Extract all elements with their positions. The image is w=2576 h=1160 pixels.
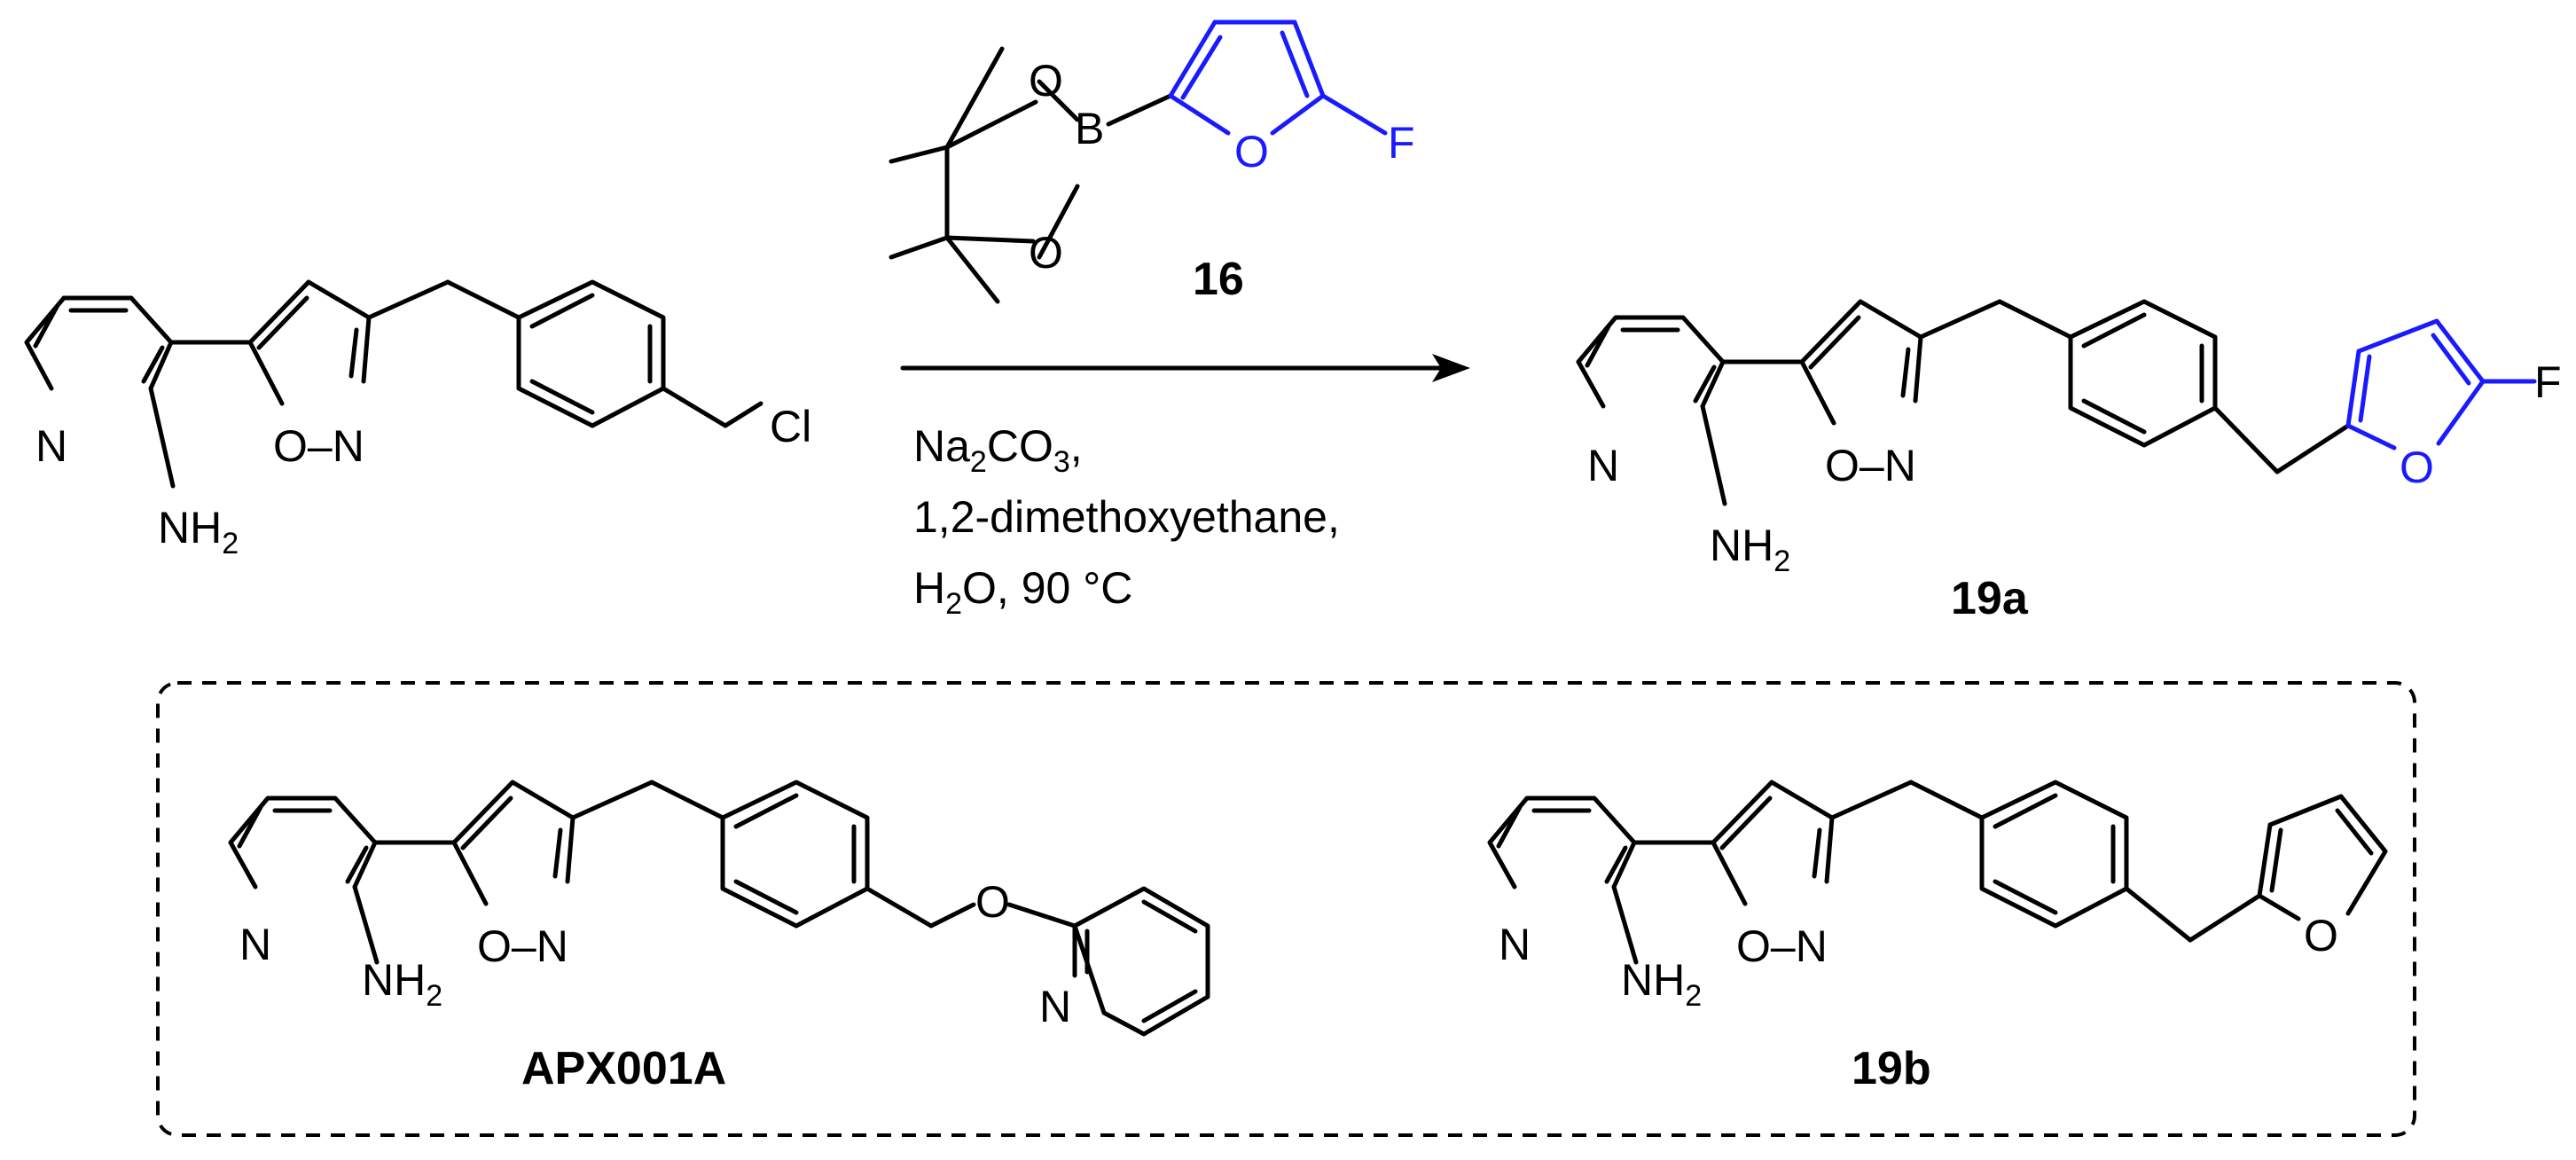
product-19a-fluorofuran-bonds bbox=[2345, 318, 2537, 451]
starting-material-n-label: N bbox=[35, 421, 67, 471]
starting-material-isoxazole-label: O–N bbox=[273, 421, 364, 471]
analog-19b-nh2-label: NH2 bbox=[1621, 955, 1702, 1013]
apx001a-pyridyl-n-label: N bbox=[1039, 982, 1071, 1031]
furan-o-label: O bbox=[1234, 127, 1269, 176]
chloro-label: Cl bbox=[770, 402, 811, 451]
product-19a-structure: N NH2 O–N O F 19a bbox=[1576, 299, 2562, 624]
fluoro-label: F bbox=[1388, 118, 1415, 168]
reagent-16-structure: O B O O F 16 bbox=[889, 20, 1415, 305]
apx001a-nh2-label: NH2 bbox=[362, 955, 442, 1013]
condition-solvent: 1,2-dimethoxyethane, bbox=[913, 492, 1340, 542]
condition-temperature: H2O, 90 °C bbox=[913, 563, 1132, 621]
apx001a-isoxazole-label: O–N bbox=[477, 921, 568, 971]
product-19a-furan-o-label: O bbox=[2400, 443, 2434, 492]
starting-material-nh2-label: NH2 bbox=[158, 503, 239, 560]
condition-base: Na2CO3, bbox=[913, 421, 1083, 479]
product-19a-n-label: N bbox=[1587, 441, 1619, 490]
apx001a-n-label: N bbox=[239, 920, 271, 969]
analog-19b-label: 19b bbox=[1852, 1043, 1931, 1094]
reagent-16-label: 16 bbox=[1193, 254, 1244, 305]
fluorofuran-bonds bbox=[1168, 20, 1388, 136]
analog-19b-isoxazole-label: O–N bbox=[1736, 921, 1828, 971]
boron-label: B bbox=[1075, 104, 1104, 153]
apx001a-label: APX001A bbox=[521, 1043, 726, 1094]
analog-19b-furan-o-label: O bbox=[2304, 911, 2338, 960]
starting-material-bonds bbox=[24, 279, 763, 489]
product-19a-nh2-label: NH2 bbox=[1710, 521, 1790, 578]
reaction-arrow bbox=[900, 354, 1470, 382]
analog-19b-bonds bbox=[1487, 780, 2388, 965]
comparison-box bbox=[156, 681, 2416, 1137]
analog-19b-n-label: N bbox=[1499, 920, 1531, 969]
pinacol-boronate-bonds bbox=[889, 46, 1173, 304]
starting-material-structure: N NH2 O–N Cl bbox=[24, 279, 811, 560]
boronate-o-bottom-label: O bbox=[1029, 228, 1063, 278]
apx001a-ether-o-label: O bbox=[975, 877, 1010, 927]
product-19a-fluoro-label: F bbox=[2534, 357, 2562, 407]
boronate-o-top-label: O bbox=[1029, 56, 1063, 106]
apx001a-structure: N NH2 O–N O N APX001A bbox=[228, 780, 1210, 1094]
product-19a-isoxazole-label: O–N bbox=[1825, 441, 1916, 490]
apx001a-bonds bbox=[228, 780, 1210, 1037]
product-19a-bonds bbox=[1576, 299, 2351, 506]
analog-19b-structure: N NH2 O–N O 19b bbox=[1487, 780, 2388, 1094]
product-19a-label: 19a bbox=[1951, 573, 2029, 624]
